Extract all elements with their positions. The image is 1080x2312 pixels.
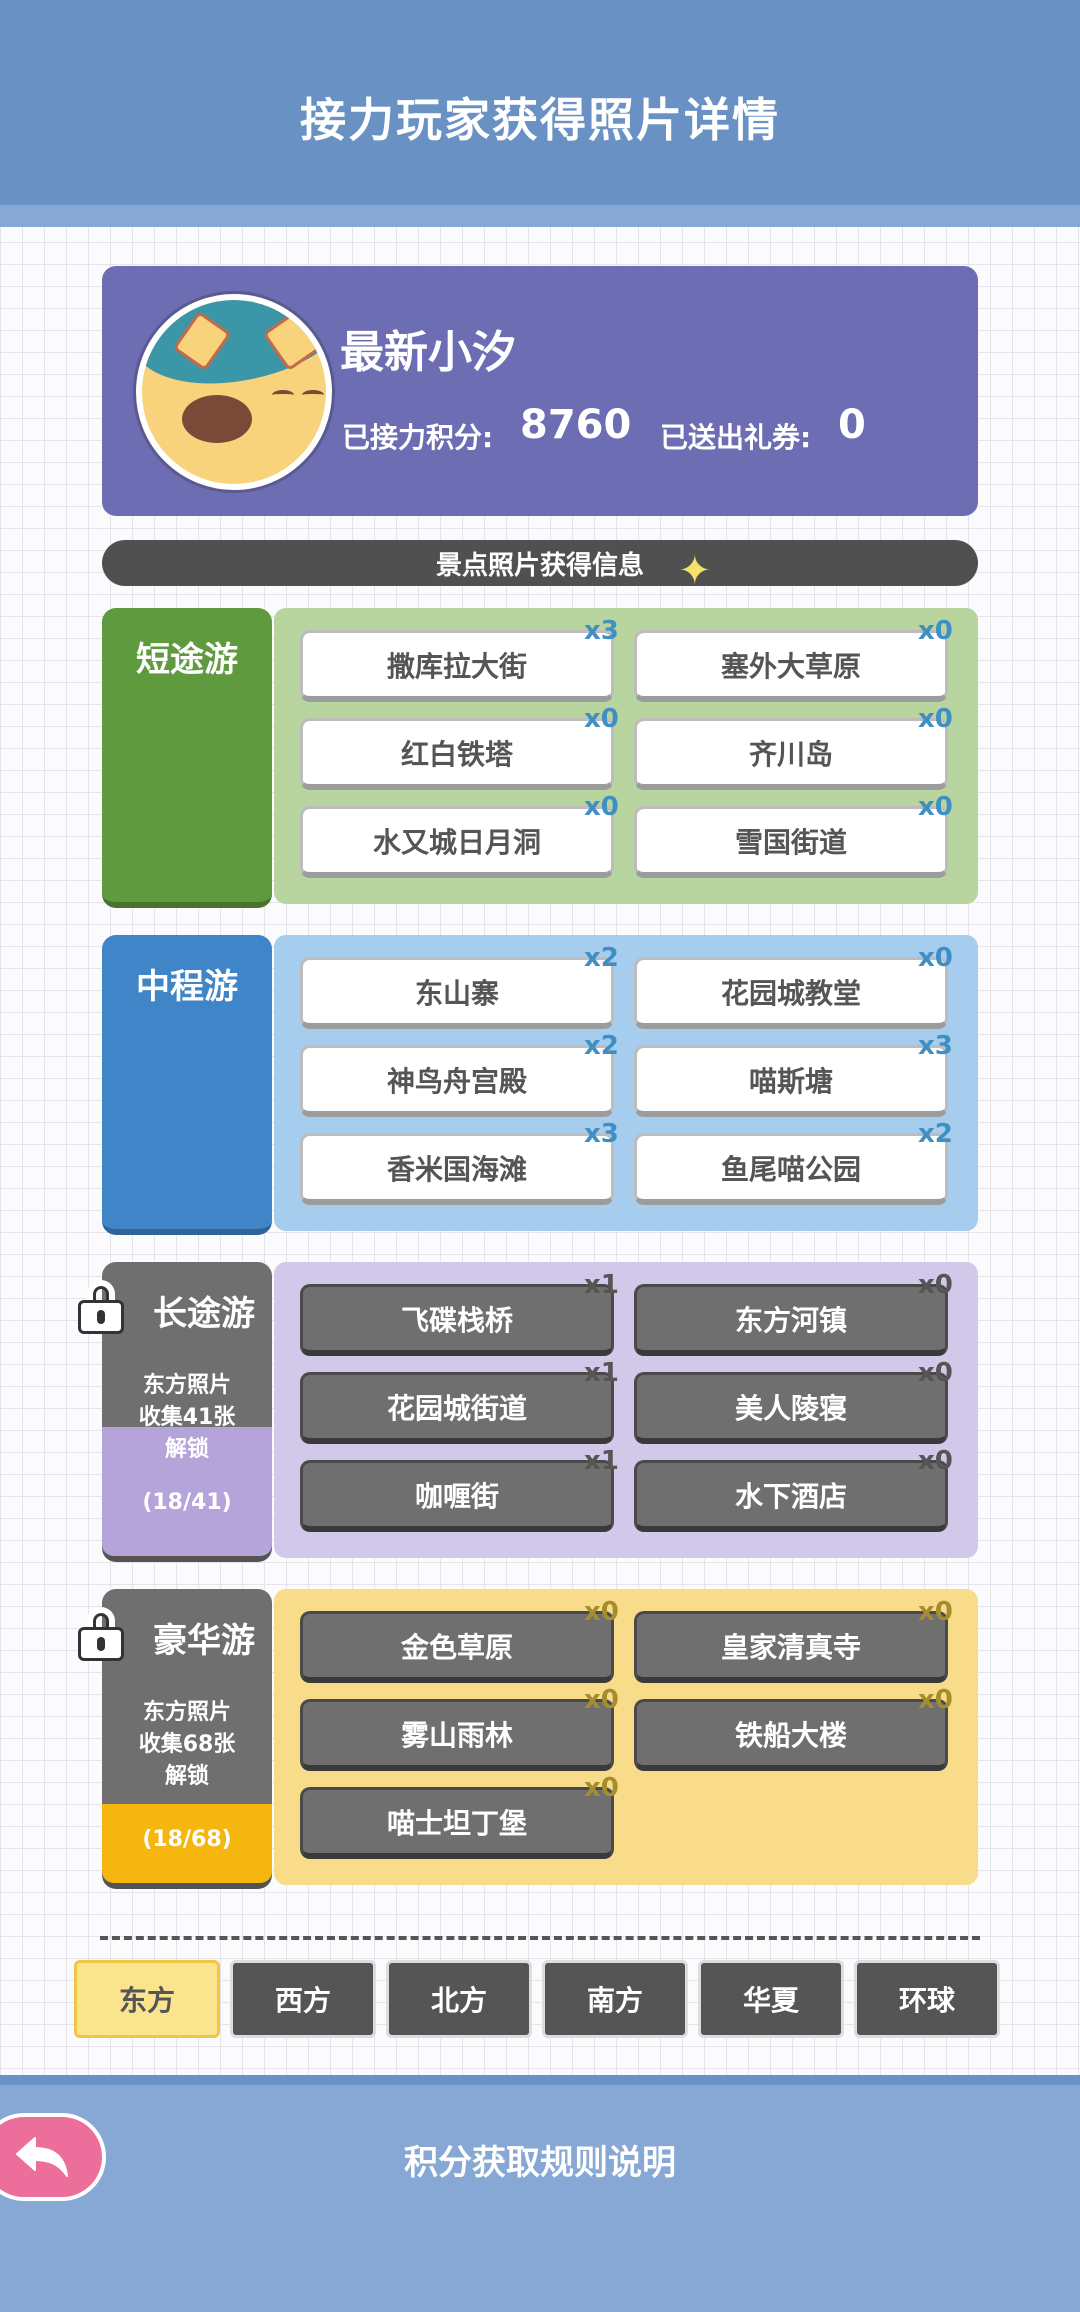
spot-photo-count: x2 (584, 943, 619, 973)
footer: 积分获取规则说明 (0, 2075, 1080, 2312)
tier-tab[interactable]: 长途游东方照片收集41张解锁 (18/41) (78, 1262, 272, 1562)
lock-icon (78, 1280, 124, 1334)
spot-photo-count: x0 (584, 704, 619, 734)
back-button[interactable] (0, 2113, 106, 2201)
spot-photo-count: x0 (918, 1446, 953, 1476)
tier-progress: (18/41) (142, 1490, 232, 1515)
spot-photo-button[interactable]: 喵斯塘 (634, 1045, 948, 1117)
tier-unlock-condition: 收集68张 (138, 1732, 236, 1757)
tier-progress: (18/68) (142, 1827, 232, 1852)
rules-explanation-link[interactable]: 积分获取规则说明 (404, 2143, 676, 2183)
spot-photo-button[interactable]: 喵士坦丁堡 (300, 1787, 614, 1859)
lock-icon (78, 1607, 124, 1661)
region-tab[interactable]: 西方 (230, 1960, 376, 2038)
spot-photo-button[interactable]: 美人陵寝 (634, 1372, 948, 1444)
spot-photo-button[interactable]: 铁船大楼 (634, 1699, 948, 1771)
tier-unlock-condition: 解锁 (164, 1764, 209, 1789)
spot-photo-count: x3 (584, 1119, 619, 1149)
tier-unlock-condition: 东方照片 (142, 1373, 231, 1398)
region-tab[interactable]: 环球 (854, 1960, 1000, 2038)
region-tab[interactable]: 华夏 (698, 1960, 844, 2038)
spot-photo-count: x0 (584, 1597, 619, 1627)
spot-photo-button[interactable]: 花园城教堂 (634, 957, 948, 1029)
player-profile-card: 最新小汐 已接力积分: 8760 已送出礼券: 0 (102, 266, 978, 516)
spot-photo-button[interactable]: 撒库拉大街 (300, 630, 614, 702)
tier-unlock-condition: 收集41张 (138, 1405, 236, 1430)
spot-photo-count: x0 (918, 1685, 953, 1715)
spot-photo-count: x0 (918, 1270, 953, 1300)
spot-photo-button[interactable]: 皇家清真寺 (634, 1611, 948, 1683)
relay-points-label: 已接力积分: (342, 421, 494, 454)
spot-photo-button[interactable]: 水下酒店 (634, 1460, 948, 1532)
region-tab[interactable]: 东方 (74, 1960, 220, 2038)
coupons-label: 已送出礼券: (660, 421, 812, 454)
spot-photo-button[interactable]: 咖喱街 (300, 1460, 614, 1532)
tier-name: 长途游 (153, 1294, 255, 1334)
spot-photo-count: x2 (584, 1031, 619, 1061)
spot-photo-count: x3 (918, 1031, 953, 1061)
spot-photo-count: x0 (918, 943, 953, 973)
spot-photo-count: x0 (918, 616, 953, 646)
spot-photo-button[interactable]: 雾山雨林 (300, 1699, 614, 1771)
spot-photo-button[interactable]: 飞碟栈桥 (300, 1284, 614, 1356)
tier-unlock-condition: 东方照片 (142, 1700, 231, 1725)
spot-photo-count: x0 (918, 792, 953, 822)
spot-photo-count: x1 (584, 1358, 619, 1388)
back-arrow-icon (16, 2137, 68, 2177)
tier-unlock-condition: 解锁 (164, 1437, 209, 1462)
spot-photo-button[interactable]: 花园城街道 (300, 1372, 614, 1444)
tier-name: 中程游 (136, 967, 238, 1007)
sparkle-icon: ✦ (678, 548, 712, 594)
spot-photo-button[interactable]: 神鸟舟宫殿 (300, 1045, 614, 1117)
spot-photo-count: x0 (918, 704, 953, 734)
divider (100, 1936, 980, 1940)
spot-photo-button[interactable]: 鱼尾喵公园 (634, 1133, 948, 1205)
avatar (136, 294, 332, 490)
spot-photo-button[interactable]: 齐川岛 (634, 718, 948, 790)
spot-photo-count: x0 (584, 1773, 619, 1803)
spot-photo-button[interactable]: 雪国街道 (634, 806, 948, 878)
spot-photo-button[interactable]: 香米国海滩 (300, 1133, 614, 1205)
region-tab[interactable]: 北方 (386, 1960, 532, 2038)
tier-tab[interactable]: 短途游 (102, 608, 272, 908)
tier-tab[interactable]: 豪华游东方照片收集68张解锁 (18/68) (78, 1589, 272, 1889)
player-name: 最新小汐 (340, 327, 516, 378)
spot-photo-count: x0 (584, 792, 619, 822)
section-title-bar: 景点照片获得信息 (102, 540, 978, 586)
spot-photo-button[interactable]: 东方河镇 (634, 1284, 948, 1356)
tier-progress-band (102, 1427, 272, 1556)
spot-photo-count: x3 (584, 616, 619, 646)
tier-name: 豪华游 (153, 1621, 255, 1661)
spot-photo-button[interactable]: 红白铁塔 (300, 718, 614, 790)
spot-photo-button[interactable]: 金色草原 (300, 1611, 614, 1683)
relay-points-value: 8760 (520, 402, 632, 448)
spot-photo-count: x1 (584, 1446, 619, 1476)
region-tab[interactable]: 南方 (542, 1960, 688, 2038)
header: 接力玩家获得照片详情 (0, 0, 1080, 227)
tier-name: 短途游 (136, 640, 238, 680)
spot-photo-count: x0 (918, 1597, 953, 1627)
spot-photo-count: x1 (584, 1270, 619, 1300)
spot-photo-button[interactable]: 东山寨 (300, 957, 614, 1029)
page-title: 接力玩家获得照片详情 (300, 92, 780, 147)
spot-photo-button[interactable]: 塞外大草原 (634, 630, 948, 702)
tier-tab[interactable]: 中程游 (102, 935, 272, 1235)
spot-photo-button[interactable]: 水又城日月洞 (300, 806, 614, 878)
coupons-value: 0 (838, 402, 866, 448)
spot-photo-count: x0 (918, 1358, 953, 1388)
spot-photo-count: x2 (918, 1119, 953, 1149)
tier-progress-band (102, 1804, 272, 1883)
region-tabs: 东方西方北方南方华夏环球 (74, 1960, 1006, 2038)
spot-photo-count: x0 (584, 1685, 619, 1715)
